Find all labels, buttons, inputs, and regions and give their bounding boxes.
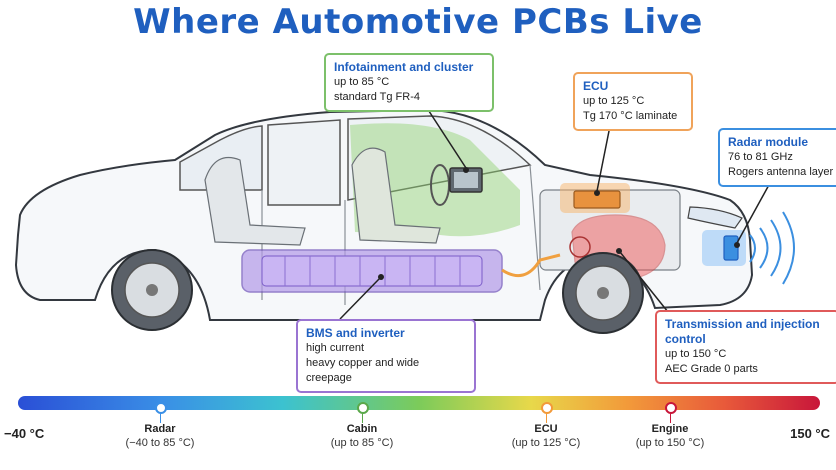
leader-bms (339, 277, 381, 320)
callout-line: high current (306, 342, 365, 354)
leader-ecu (596, 125, 611, 192)
callout-title: Radar module (728, 135, 809, 149)
temperature-scale-bar (18, 396, 820, 410)
radar-waves (749, 211, 795, 285)
hv-cable (501, 253, 561, 278)
marker-name: ECU (534, 423, 558, 435)
callout-line: AEC Grade 0 parts (665, 363, 758, 375)
callout-line: up to 85 °C (334, 76, 390, 88)
front-seat (351, 147, 441, 244)
front-wheel (562, 252, 644, 334)
marker-pin-icon (357, 402, 369, 414)
callout-line: standard Tg FR-4 (334, 91, 421, 103)
callout-title: ECU (583, 79, 609, 93)
side-window-front (347, 115, 532, 201)
marker-name: Engine (651, 423, 689, 435)
marker-range: (up to 150 °C) (635, 437, 705, 449)
rear-wheel (111, 249, 193, 331)
callout-line: heavy copper and wide creepage (306, 357, 420, 384)
callout-line: up to 125 °C (583, 95, 645, 107)
callout-line: up to 150 °C (665, 348, 727, 360)
marker-name: Radar (144, 423, 176, 435)
callout-title: Infotainment and cluster (334, 60, 474, 74)
marker-pin-icon (155, 402, 167, 414)
callout-bms: BMS and inverter high current heavy copp… (296, 319, 476, 393)
headlight (687, 206, 743, 229)
callout-ecu: ECU up to 125 °C Tg 170 °C laminate (573, 72, 693, 131)
callout-line: 76 to 81 GHz (728, 151, 793, 163)
steering-wheel (430, 164, 450, 206)
leader-transmission (619, 251, 669, 313)
marker-pin-icon (541, 402, 553, 414)
callout-line: Tg 170 °C laminate (583, 110, 678, 122)
marker-range: (up to 85 °C) (330, 437, 394, 449)
side-window-rear (267, 119, 341, 206)
callout-radar: Radar module 76 to 81 GHz Rogers antenna… (718, 128, 836, 187)
car-illustration (14, 104, 795, 334)
marker-pin-icon (665, 402, 677, 414)
callout-title: Transmission and injection control (665, 317, 820, 346)
marker-range: (−40 to 85 °C) (125, 437, 195, 449)
radar-box (723, 235, 739, 261)
callout-title: BMS and inverter (306, 326, 405, 340)
rear-seat (204, 156, 306, 246)
leader-infotainment (424, 104, 467, 169)
callout-infotainment: Infotainment and cluster up to 85 °C sta… (324, 53, 494, 112)
page-title: Where Automotive PCBs Live (133, 2, 703, 42)
marker-name: Cabin (346, 423, 378, 435)
callout-line: Rogers antenna layer (728, 166, 834, 178)
marker-range: (up to 125 °C) (511, 437, 581, 449)
leader-radar (736, 182, 771, 244)
scale-max-label: 150 °C (790, 426, 830, 441)
scale-min-label: −40 °C (4, 426, 45, 441)
callout-transmission: Transmission and injection control up to… (655, 310, 836, 384)
